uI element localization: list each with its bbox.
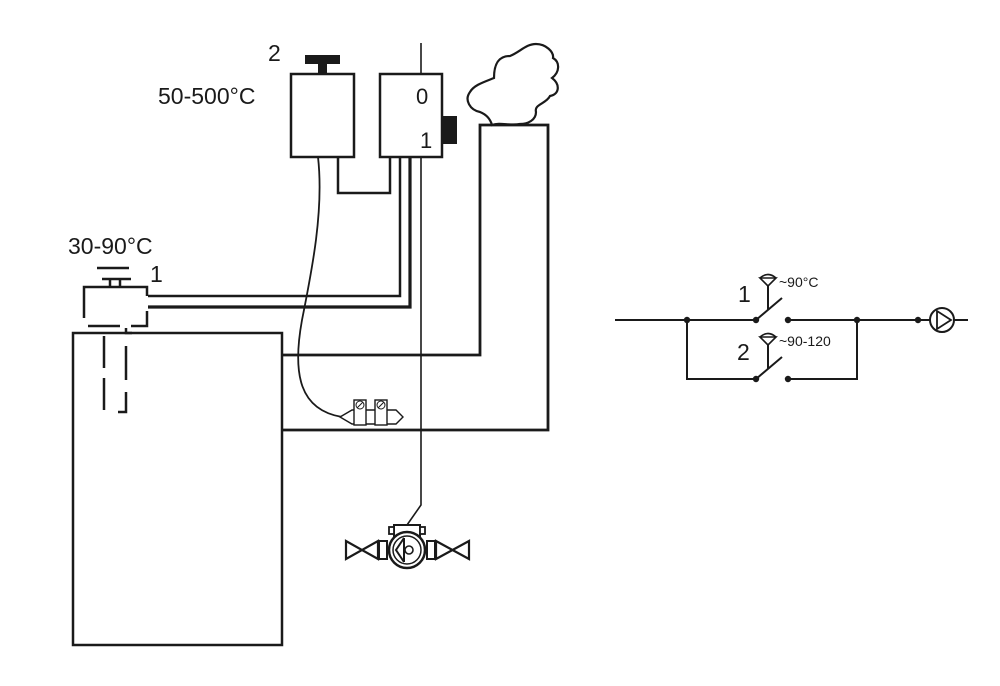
- pump-symbol-icon: [929, 307, 955, 333]
- flue-sensor: [338, 399, 404, 426]
- flue-thermostat-number: 2: [268, 40, 281, 66]
- junction-node: [914, 316, 922, 324]
- water-thermostat: [82, 266, 149, 414]
- thermal-sensor-icon: [758, 336, 778, 347]
- flue-thermostat-knob-stem: [318, 63, 327, 74]
- pump-wire: [406, 157, 422, 526]
- water-thermostat-wire-1: [148, 157, 402, 298]
- switch-2-setpoint: ~90-120: [779, 333, 831, 349]
- flue-thermostat-range: 50-500°C: [158, 83, 255, 109]
- switch-2-contact: [784, 375, 792, 383]
- switch-position-off: 0: [416, 84, 428, 109]
- thermal-sensor-icon: [758, 277, 778, 288]
- switch-1-setpoint: ~90°C: [779, 274, 818, 290]
- control-circuit: [615, 273, 968, 383]
- water-thermostat-wire-2: [148, 157, 412, 309]
- water-thermostat-number: 1: [150, 261, 163, 287]
- switch-1-number: 1: [738, 281, 751, 307]
- flue-pipe-inner: [282, 123, 550, 432]
- water-thermostat-range: 30-90°C: [68, 233, 153, 259]
- valve-left[interactable]: [344, 539, 380, 561]
- valve-right[interactable]: [434, 539, 471, 561]
- junction-node: [683, 316, 691, 324]
- junction-node: [853, 316, 861, 324]
- circulation-pump: [378, 524, 436, 570]
- switch-2: [755, 332, 783, 380]
- switch-position-on: 1: [420, 128, 432, 153]
- thermostat-link-wire: [336, 157, 392, 195]
- switch-1: [755, 273, 783, 321]
- boiler: [71, 331, 284, 647]
- switch-box-body: [378, 72, 444, 159]
- switch-2-number: 2: [737, 339, 750, 365]
- switch-1-contact: [784, 316, 792, 324]
- switch-box-toggle[interactable]: [443, 116, 457, 144]
- sensor-capillary: [297, 156, 343, 418]
- smoke-cloud: [466, 42, 560, 127]
- flue-thermostat-body: [289, 72, 356, 159]
- flue-thermostat-knob[interactable]: [305, 55, 340, 64]
